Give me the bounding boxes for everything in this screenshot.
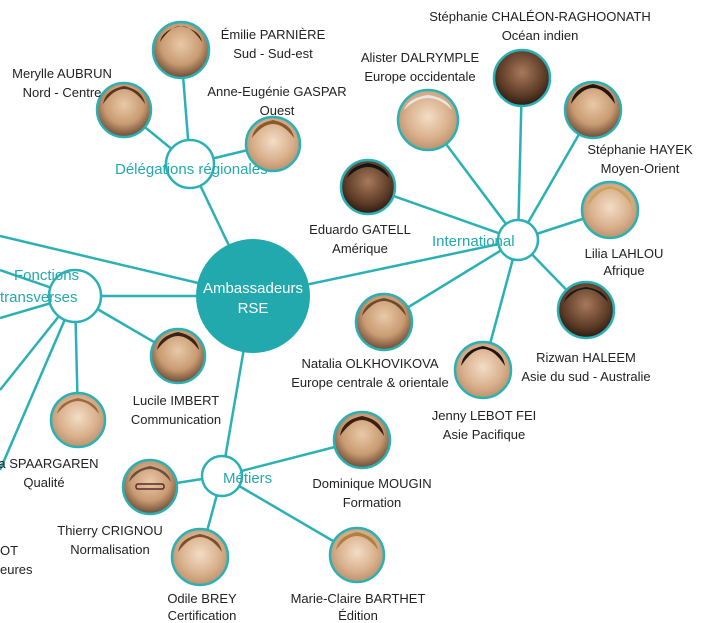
label-cutoff-role: eures <box>0 562 33 577</box>
label-gatell-role: Amérique <box>332 241 388 256</box>
label-hayek-role: Moyen-Orient <box>601 161 680 176</box>
avatar-lahlou <box>580 180 640 240</box>
label-parniere-role: Sud - Sud-est <box>233 46 313 61</box>
label-brey-role: Certification <box>168 608 237 623</box>
avatar-parniere <box>151 20 211 80</box>
label-olkhovikova-name: Natalia OLKHOVIKOVA <box>301 356 438 371</box>
avatar-crignou <box>121 458 179 516</box>
avatar-dalrymple <box>396 88 460 152</box>
avatar-spaargaren <box>49 391 107 449</box>
label-raghoonath-role: Océan indien <box>502 28 579 43</box>
avatar-gatell <box>339 158 397 216</box>
label-olkhovikova-role: Europe centrale & orientale <box>291 375 449 390</box>
edge-fonctions-off4 <box>0 295 77 471</box>
avatar-haleem <box>556 280 616 340</box>
avatar-mougin <box>332 410 392 470</box>
person-labels: Émilie PARNIÈRE Sud - Sud-est Merylle AU… <box>0 9 693 623</box>
label-aubrun-name: Merylle AUBRUN <box>12 66 112 81</box>
label-haleem-role: Asie du sud - Australie <box>521 369 650 384</box>
avatar-hayek <box>563 80 623 140</box>
avatar-imbert <box>149 327 207 385</box>
avatar-raghoonath <box>492 48 552 108</box>
hub-metiers-label: Métiers <box>223 470 272 487</box>
label-dalrymple-name: Alister DALRYMPLE <box>361 50 480 65</box>
center-node <box>196 239 310 353</box>
label-spaargaren-role: Qualité <box>23 475 64 490</box>
label-barthet-name: Marie-Claire BARTHET <box>291 591 426 606</box>
avatar-aubrun <box>95 81 153 139</box>
label-mougin-name: Dominique MOUGIN <box>312 476 431 491</box>
label-lahlou-role: Afrique <box>603 263 644 278</box>
avatars <box>49 20 640 587</box>
hub-fonctions-label-line2: transverses <box>0 289 78 306</box>
avatar-olkhovikova <box>354 292 414 352</box>
label-hayek-name: Stéphanie HAYEK <box>587 142 693 157</box>
label-crignou-role: Normalisation <box>70 542 149 557</box>
label-lebot-name: Jenny LEBOT FEI <box>432 408 537 423</box>
label-imbert-name: Lucile IMBERT <box>133 393 220 408</box>
label-gaspar-role: Ouest <box>260 103 295 118</box>
hub-international-label: International <box>432 233 515 250</box>
label-lahlou-name: Lilia LAHLOU <box>585 246 664 261</box>
center-label-line1: Ambassadeurs <box>203 280 303 297</box>
hub-delegations-node <box>164 138 216 190</box>
hub-metiers-node <box>200 454 244 498</box>
label-imbert-role: Communication <box>131 412 221 427</box>
label-cutoff-name: OT <box>0 543 18 558</box>
label-crignou-name: Thierry CRIGNOU <box>57 523 162 538</box>
label-lebot-role: Asie Pacifique <box>443 427 525 442</box>
label-mougin-role: Formation <box>343 495 402 510</box>
hub-fonctions-label-line1: Fonctions <box>14 267 79 284</box>
label-gaspar-name: Anne-Eugénie GASPAR <box>207 84 346 99</box>
center-label-line2: RSE <box>238 300 269 317</box>
hub-international-node <box>496 218 540 262</box>
avatar-barthet <box>328 526 386 584</box>
label-raghoonath-name: Stéphanie CHALÉON-RAGHOONATH <box>429 9 651 24</box>
label-gatell-name: Eduardo GATELL <box>309 222 411 237</box>
label-aubrun-role: Nord - Centre <box>23 85 102 100</box>
avatar-gaspar <box>244 115 302 173</box>
label-parniere-name: Émilie PARNIÈRE <box>221 27 326 42</box>
label-spaargaren-name: ia SPAARGAREN <box>0 456 99 471</box>
label-haleem-name: Rizwan HALEEM <box>536 350 636 365</box>
label-barthet-role: Édition <box>338 608 378 623</box>
label-brey-name: Odile BREY <box>167 591 237 606</box>
hub-delegations-label: Délégations régionales <box>115 161 268 178</box>
avatar-brey <box>170 527 230 587</box>
label-dalrymple-role: Europe occidentale <box>364 69 475 84</box>
avatar-lebot <box>453 340 513 400</box>
hub-fonctions-node <box>47 268 103 324</box>
